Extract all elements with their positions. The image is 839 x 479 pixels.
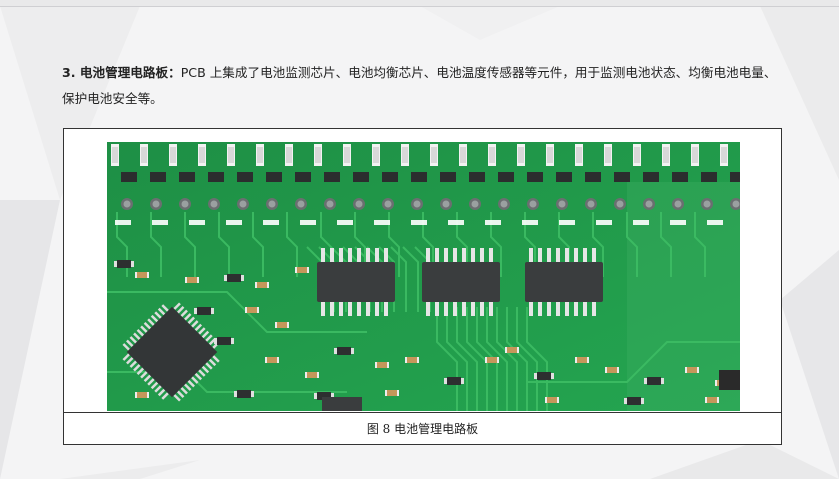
top-rule xyxy=(0,0,839,7)
pcb-photo xyxy=(107,142,740,411)
figure-caption: 图 8 电池管理电路板 xyxy=(366,422,479,436)
paragraph-body: PCB 上集成了电池监测芯片、电池均衡芯片、电池温度传感器等元件，用于监测电池状… xyxy=(62,65,777,106)
paragraph: 3. 电池管理电路板：PCB 上集成了电池监测芯片、电池均衡芯片、电池温度传感器… xyxy=(62,60,782,112)
paragraph-heading: 3. 电池管理电路板： xyxy=(62,65,181,80)
figure-separator xyxy=(64,412,781,413)
figure-box: 图 8 电池管理电路板 xyxy=(63,128,782,445)
